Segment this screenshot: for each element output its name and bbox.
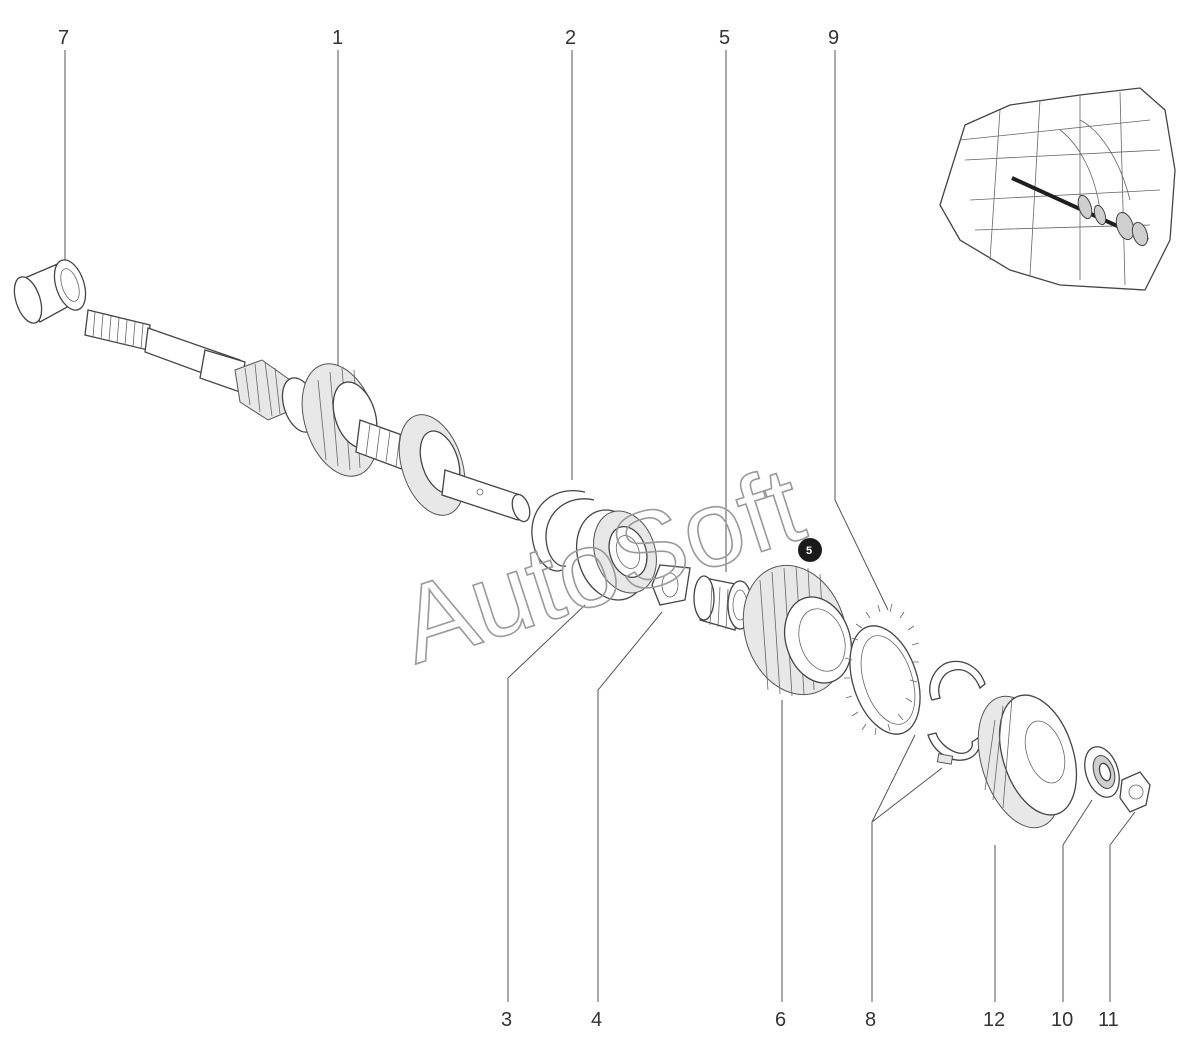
gear-number-badge: 5 — [798, 538, 822, 562]
label-11: 11 — [1098, 1009, 1119, 1031]
label-7: 7 — [58, 27, 69, 49]
leader-10 — [1062, 799, 1093, 1002]
badge-circle — [798, 538, 822, 562]
part-1-shaft — [84, 309, 531, 523]
leader-4 — [597, 611, 663, 1002]
part-7-bearing-sleeve — [13, 259, 87, 324]
leader-11 — [1109, 811, 1136, 1002]
label-8: 8 — [865, 1009, 876, 1031]
part-3-ball-bearing — [576, 509, 657, 601]
part-6-fifth-gear — [742, 564, 852, 697]
leader-8a — [871, 734, 916, 1002]
part-12-sliding-sleeve — [977, 694, 1078, 829]
badge-label: 5 — [806, 545, 812, 557]
label-9: 9 — [828, 27, 839, 49]
label-6: 6 — [775, 1009, 786, 1031]
label-3: 3 — [501, 1009, 512, 1031]
part-10-bearing-washer — [1084, 746, 1120, 798]
part-8-half-rings — [927, 660, 986, 765]
leader-lines — [64, 50, 1136, 1002]
leader-8b — [871, 767, 943, 823]
label-1: 1 — [332, 27, 343, 49]
part-labels: 7 1 2 5 9 3 4 6 8 12 10 11 — [58, 27, 1119, 1031]
part-4-thrust-washer — [651, 564, 691, 606]
leader-9 — [834, 50, 889, 611]
part-9-synchro-ring — [844, 603, 921, 736]
part-11-nut — [1119, 771, 1151, 813]
gearbox-inset-thumbnail — [939, 87, 1176, 291]
leader-3 — [507, 604, 586, 1002]
label-10: 10 — [1051, 1009, 1073, 1031]
label-4: 4 — [591, 1009, 602, 1031]
label-5: 5 — [719, 27, 730, 49]
label-12: 12 — [983, 1009, 1005, 1031]
label-2: 2 — [565, 27, 576, 49]
part-2-snap-ring — [531, 490, 595, 572]
